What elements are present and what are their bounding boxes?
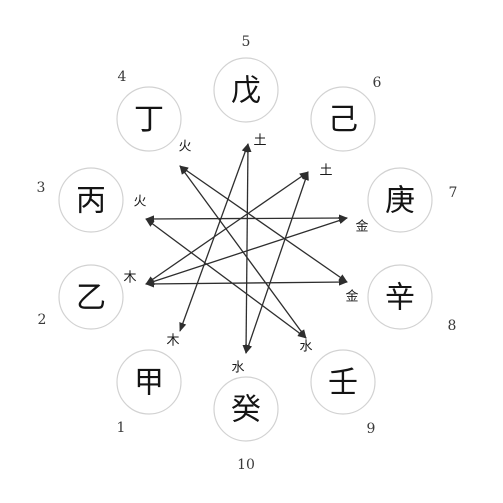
stem-ding: 丁4 — [116, 69, 182, 152]
arrow-mu-1-tu-2 — [145, 171, 309, 285]
element-label-shui-2: 水 — [299, 340, 312, 355]
stem-char-ji: 己 — [328, 103, 358, 138]
stem-bing: 丙3 — [37, 167, 124, 233]
element-label-huo-1: 火 — [178, 140, 191, 155]
stem-number-bing: 3 — [37, 180, 46, 196]
arrows-layer — [145, 143, 348, 354]
stem-number-yi: 2 — [38, 312, 47, 328]
arrow-shui-1-tu-2 — [245, 171, 309, 354]
arrow-jin-1-mu-1 — [145, 217, 348, 285]
stem-ji: 己6 — [310, 75, 382, 152]
stem-yi: 乙2 — [38, 264, 124, 330]
element-label-mu-1: 木 — [123, 271, 136, 286]
element-label-mu-2: 木 — [166, 334, 179, 349]
stem-circle-wu — [213, 57, 279, 123]
element-label-tu-1: 土 — [253, 134, 266, 149]
element-label-tu-2: 土 — [319, 164, 332, 179]
stem-number-ji: 6 — [373, 75, 382, 91]
stem-char-ren: 壬 — [328, 366, 358, 401]
stem-number-gui: 10 — [237, 457, 255, 473]
arrow-shui-1-tu-1 — [242, 143, 252, 354]
stem-char-wu: 戊 — [231, 74, 261, 109]
stem-number-jia: 1 — [117, 420, 126, 436]
stem-char-xin: 辛 — [385, 281, 415, 316]
stem-number-geng: 7 — [449, 185, 458, 201]
arrow-huo-2-jin-1 — [145, 214, 348, 223]
stem-number-ren: 9 — [367, 421, 376, 437]
stem-wu: 戊5 — [213, 34, 279, 123]
stem-circle-xin — [367, 264, 433, 330]
stem-char-geng: 庚 — [385, 184, 415, 219]
stem-circle-jia — [116, 349, 182, 415]
element-label-jin-2: 金 — [345, 289, 358, 305]
stem-char-jia: 甲 — [134, 366, 164, 401]
stem-xin: 辛8 — [367, 264, 457, 334]
stem-ren: 壬9 — [310, 349, 376, 437]
stem-number-ding: 4 — [118, 69, 127, 85]
stem-number-xin: 8 — [448, 318, 457, 334]
stem-circle-geng — [367, 167, 433, 233]
stem-circle-ren — [310, 349, 376, 415]
stem-gui: 癸 10 — [213, 376, 279, 473]
element-label-jin-1: 金 — [355, 219, 368, 235]
arrow-jin-2-mu-1 — [145, 278, 348, 288]
stem-circle-gui — [213, 376, 279, 442]
stem-char-ding: 丁 — [134, 103, 164, 138]
element-label-huo-2: 火 — [133, 195, 146, 210]
element-label-shui-1: 水 — [231, 361, 244, 376]
stem-char-bing: 丙 — [76, 184, 106, 219]
stem-number-wu: 5 — [242, 34, 251, 50]
stem-circle-yi — [58, 264, 124, 330]
stem-char-gui: 癸 — [231, 393, 261, 428]
stem-circle-bing — [58, 167, 124, 233]
stem-circle-ding — [116, 86, 182, 152]
stem-char-yi: 乙 — [76, 281, 106, 316]
stem-jia: 甲1 — [116, 349, 182, 436]
stem-circle-ji — [310, 86, 376, 152]
